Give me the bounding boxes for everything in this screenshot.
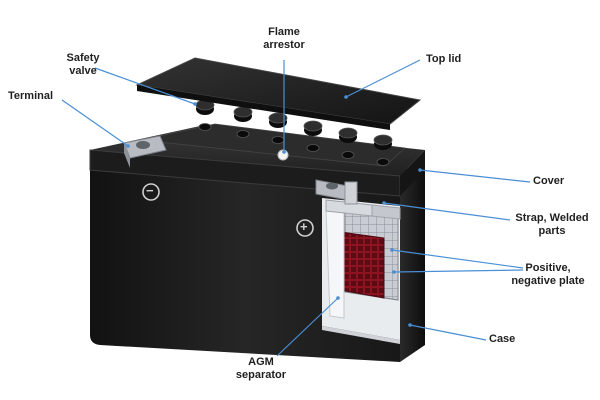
leader-plate-1 <box>391 249 524 269</box>
valve-cap <box>303 120 323 152</box>
leader-top-lid <box>345 59 421 98</box>
terminal-left <box>123 135 167 168</box>
strap-post <box>344 181 358 205</box>
positive-symbol-glyph: + <box>300 219 308 234</box>
strap-right <box>371 204 401 220</box>
leader-case <box>409 324 487 341</box>
leader-lines <box>61 59 531 357</box>
top-lid <box>135 57 422 130</box>
leader-dots <box>126 95 422 327</box>
label-positive-negative-plate: Positive, negative plate <box>511 262 585 287</box>
leader-safety-valve <box>94 67 196 105</box>
leader-cover <box>419 169 531 183</box>
valve-cap <box>338 127 358 159</box>
vent-channel <box>139 123 406 167</box>
positive-symbol <box>296 219 314 237</box>
valve-cap <box>233 106 253 138</box>
label-case: Case <box>489 333 516 345</box>
valve-caps <box>195 99 393 166</box>
cover-side-rim <box>400 150 425 196</box>
valve-cap <box>373 134 393 166</box>
positive-plate-grid <box>339 231 385 299</box>
label-terminal: Terminal <box>8 90 54 102</box>
leader-terminal <box>61 99 129 147</box>
leader-agm <box>276 297 339 357</box>
valve-cap <box>195 99 215 131</box>
label-agm-separator: AGM separator <box>235 356 287 381</box>
cutaway-section <box>322 181 401 344</box>
label-safety-valve: Safety valve <box>66 52 100 77</box>
valve-cap <box>268 112 288 144</box>
label-flame-arrestor: Flame arrestor <box>263 26 305 51</box>
leader-strap <box>383 202 511 221</box>
negative-symbol-glyph: − <box>146 183 154 198</box>
label-cover: Cover <box>533 175 565 187</box>
label-top-lid: Top lid <box>426 53 462 65</box>
negative-symbol <box>142 183 160 201</box>
case-side-face <box>400 166 425 362</box>
leader-plate-2 <box>393 269 524 273</box>
label-strap-welded: Strap, Welded parts <box>515 212 589 237</box>
